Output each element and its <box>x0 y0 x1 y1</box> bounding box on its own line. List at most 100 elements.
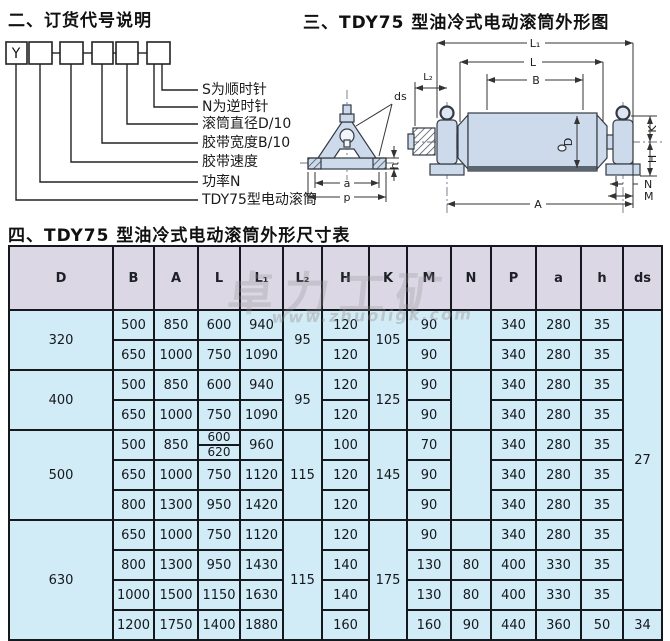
dim-label-b: B <box>532 74 540 87</box>
dimension-table: D B A L L₁ L₂ H K M N P a h ds 320 500 8… <box>8 245 663 641</box>
dim-label-K: K <box>646 125 659 133</box>
dim-label-M: M <box>644 190 654 203</box>
drawing-section-title: 三、TDY75 型油冷式电动滚筒外形图 <box>303 13 610 33</box>
ordering-section-title: 二、订货代号说明 <box>8 11 152 31</box>
cell-D: 400 <box>8 369 114 431</box>
cell-L: 750 <box>197 339 241 371</box>
table-section-title: 四、TDY75 型油冷式电动滚筒外形尺寸表 <box>8 226 351 246</box>
table-row: 800 1300 950 1420 120 90 340 280 35 <box>9 489 662 521</box>
cell-N: 80 <box>450 579 492 611</box>
cell-M: 130 <box>406 549 452 581</box>
ordering-code-diagram: Y <box>5 41 198 201</box>
cell-M: 130 <box>406 579 452 611</box>
cell-B: 1000 <box>112 579 155 611</box>
cell-L: 750 <box>197 399 241 431</box>
header-row: D B A L L₁ L₂ H K M N P a h ds <box>8 245 663 311</box>
dim-label-l2: L₂ <box>423 72 433 83</box>
cell-B: 500 <box>112 429 155 461</box>
dim-label-N: N <box>644 178 652 191</box>
cell-M: 70 <box>406 429 452 461</box>
cell-a: 280 <box>535 429 582 461</box>
cell-A: 1300 <box>153 549 199 581</box>
ds-leader-line <box>355 103 393 127</box>
table-row: 400 500 850 600 940 95 120 125 90 340 28… <box>8 369 662 431</box>
cell-a: 330 <box>535 579 582 611</box>
cell-a: 330 <box>535 549 582 581</box>
cell-L: 600 <box>197 369 241 401</box>
code-prefix-letter: Y <box>11 46 21 62</box>
cell-L: 750 <box>197 459 241 491</box>
cell-B: 800 <box>112 489 155 521</box>
col-header-P: P <box>490 245 537 311</box>
col-header-L2: L₂ <box>282 245 323 311</box>
outline-drawing: a p h ds <box>300 37 664 214</box>
cell-L1: 1880 <box>239 609 284 641</box>
left-bolt-eye <box>439 105 455 121</box>
left-support-base <box>429 163 465 176</box>
col-header-L1: L₁ <box>239 245 284 311</box>
cell-K: 105 <box>368 309 408 371</box>
leader-line-belt-width <box>101 64 198 144</box>
cell-a: 280 <box>535 339 582 371</box>
cell-h: 35 <box>580 549 624 581</box>
cell-N-empty <box>450 429 492 521</box>
drum-body <box>467 112 598 172</box>
code-box-speed <box>59 41 84 65</box>
cell-H: 120 <box>321 459 370 491</box>
cell-L: 1150 <box>197 579 241 611</box>
cell-A: 1000 <box>153 339 199 371</box>
cell-H: 100 <box>321 429 370 461</box>
cell-L: 950 <box>197 489 241 521</box>
cell-D: 500 <box>8 429 114 521</box>
table-row: 650 1000 750 1090 120 90 340 280 35 <box>9 339 662 371</box>
table-row: 320 500 850 600 940 95 120 105 90 340 28… <box>8 309 663 611</box>
table-row: 1000 1500 1150 1630 140 130 80 400 330 3… <box>9 579 662 611</box>
cell-M: 90 <box>406 489 452 521</box>
cell-A: 1000 <box>153 459 199 491</box>
col-header-H: H <box>321 245 370 311</box>
cell-N <box>450 519 492 551</box>
cell-P: 340 <box>490 399 537 431</box>
cell-K: 175 <box>368 519 408 641</box>
right-end-cap <box>596 113 608 171</box>
right-support-bracket <box>612 119 634 165</box>
dim-label-l: L <box>530 56 537 69</box>
cell-L1: 1090 <box>239 339 284 371</box>
cell-P: 340 <box>490 459 537 491</box>
cell-B: 1200 <box>112 609 155 641</box>
code-label-belt-width: 胶带宽度B/10 <box>202 135 291 151</box>
cell-L: 1400 <box>197 609 241 641</box>
cell-M: 90 <box>406 309 452 341</box>
col-header-D: D <box>8 245 114 311</box>
cell-P: 340 <box>490 519 537 551</box>
cell-D: 320 <box>8 309 114 371</box>
left-end-cap <box>457 113 469 171</box>
cell-L: 950 <box>197 549 241 581</box>
cell-a: 280 <box>535 309 582 341</box>
code-label-power: 功率N <box>202 174 241 190</box>
cell-a: 280 <box>535 369 582 401</box>
cell-B: 800 <box>112 549 155 581</box>
cell-K: 125 <box>368 369 408 431</box>
cell-B: 500 <box>112 309 155 341</box>
cell-M: 90 <box>406 339 452 371</box>
cell-a: 280 <box>535 459 582 491</box>
cell-h: 35 <box>580 459 624 491</box>
cell-M: 90 <box>406 519 452 551</box>
cell-A: 1000 <box>153 519 199 551</box>
cell-P: 400 <box>490 549 537 581</box>
cell-P: 400 <box>490 579 537 611</box>
leader-line-power <box>39 64 198 183</box>
cell-L: 600 <box>197 309 241 341</box>
dim-label-l1: L₁ <box>530 37 541 50</box>
cell-L-split: 600 620 <box>197 429 241 461</box>
col-header-K: K <box>368 245 408 311</box>
cell-h: 35 <box>580 309 624 341</box>
cell-P: 440 <box>490 609 537 641</box>
leader-line-cw <box>161 64 198 91</box>
dim-label-a: a <box>344 177 351 190</box>
cell-h: 35 <box>580 489 624 521</box>
dim-label-H: H <box>646 155 659 163</box>
cell-N-empty <box>450 369 492 431</box>
